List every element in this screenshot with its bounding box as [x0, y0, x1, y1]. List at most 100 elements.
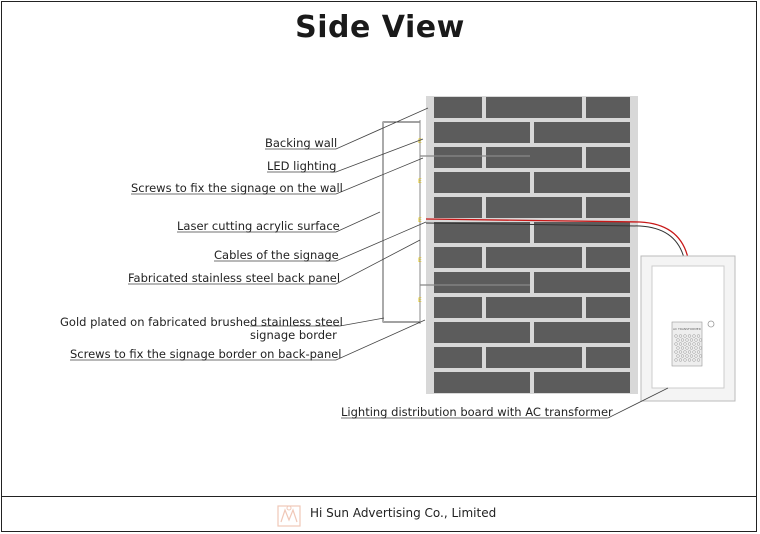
vent-hole [685, 338, 689, 342]
vent-hole [678, 334, 683, 338]
brick [586, 247, 630, 268]
vent-hole [687, 350, 692, 354]
vent-hole [689, 354, 694, 358]
vent-hole [692, 334, 696, 338]
vent-hole [674, 334, 678, 338]
label-back-panel: Fabricated stainless steel back panel [128, 271, 341, 285]
brick [486, 297, 582, 318]
brick [586, 347, 630, 368]
vent-hole [689, 338, 694, 342]
vent-hole [676, 346, 680, 350]
label-distribution-board: Lighting distribution board with AC tran… [341, 405, 613, 419]
vent-hole [694, 354, 698, 358]
vent-hole [683, 350, 687, 354]
brick [434, 147, 482, 168]
brick [486, 347, 582, 368]
brick [434, 197, 482, 218]
label-cables: Cables of the signage [214, 248, 339, 262]
hi-sun-logo-icon [277, 505, 301, 527]
led-mark: E [418, 217, 422, 224]
vent-hole [696, 342, 701, 346]
vent-hole [692, 350, 696, 354]
vent-hole [698, 354, 703, 358]
vent-hole [687, 334, 692, 338]
signage-cable-red [425, 218, 689, 259]
brick-wall [434, 97, 630, 393]
page-title: Side View [295, 10, 465, 45]
brick [434, 347, 482, 368]
brick [534, 372, 630, 393]
vent-hole [692, 358, 696, 362]
transformer-label: AC TRANSFORMER [673, 327, 701, 331]
brick [434, 97, 482, 118]
vent-hole [698, 346, 703, 350]
vent-hole [687, 342, 692, 346]
vent-hole [680, 346, 685, 350]
leader-lines [70, 107, 669, 419]
vent-hole [674, 350, 678, 354]
vent-hole [694, 338, 698, 342]
label-screws-wall: Screws to fix the signage on the wall [131, 181, 343, 195]
vent-hole [696, 334, 701, 338]
vent-hole [683, 334, 687, 338]
vent-hole [680, 338, 685, 342]
vent-hole [674, 342, 678, 346]
led-mark: E [418, 297, 422, 304]
vent-hole [683, 358, 687, 362]
led-mark: E [418, 138, 422, 145]
label-backing-wall: Backing wall [265, 136, 338, 150]
brick [486, 97, 582, 118]
vent-hole [685, 346, 689, 350]
label-laser-surface: Laser cutting acrylic surface [177, 219, 340, 233]
brick [434, 122, 530, 143]
brick [534, 272, 630, 293]
vent-hole [678, 350, 683, 354]
vent-hole [685, 354, 689, 358]
signage-cable-black [425, 222, 685, 259]
brick [434, 322, 530, 343]
brick [534, 122, 630, 143]
vent-hole [694, 346, 698, 350]
label-led-lighting: LED lighting [267, 159, 337, 173]
vent-hole [696, 350, 701, 354]
vent-hole [678, 342, 683, 346]
brick [486, 247, 582, 268]
brick [434, 272, 530, 293]
brick [586, 197, 630, 218]
vent-hole [689, 346, 694, 350]
led-mark: E [418, 257, 422, 264]
vent-hole [687, 358, 692, 362]
brick [534, 222, 630, 243]
brick [434, 172, 530, 193]
vent-hole [698, 338, 703, 342]
brick [434, 297, 482, 318]
backing-wall [426, 96, 638, 394]
brick [434, 372, 530, 393]
brick [586, 97, 630, 118]
label-gold-border-2: signage border [250, 328, 337, 342]
brick [586, 297, 630, 318]
footer-divider [2, 496, 756, 497]
vent-hole [678, 358, 683, 362]
vent-hole [692, 342, 696, 346]
ac-transformer-icon [671, 321, 703, 367]
brick [486, 147, 582, 168]
brick [586, 147, 630, 168]
label-gold-border-1: Gold plated on fabricated brushed stainl… [60, 315, 343, 329]
vent-hole [683, 342, 687, 346]
label-screws-border: Screws to fix the signage border on back… [70, 347, 342, 361]
vent-hole [676, 354, 680, 358]
vent-hole [680, 354, 685, 358]
brick [534, 172, 630, 193]
board-lock-icon [707, 320, 715, 328]
vent-hole [674, 358, 678, 362]
brick [434, 222, 530, 243]
brick [534, 322, 630, 343]
led-lighting-group: E E E E E [418, 138, 422, 304]
company-name: Hi Sun Advertising Co., Limited [310, 506, 497, 520]
vent-hole [676, 338, 680, 342]
brick [434, 247, 482, 268]
led-mark: E [418, 178, 422, 185]
brick [486, 197, 582, 218]
